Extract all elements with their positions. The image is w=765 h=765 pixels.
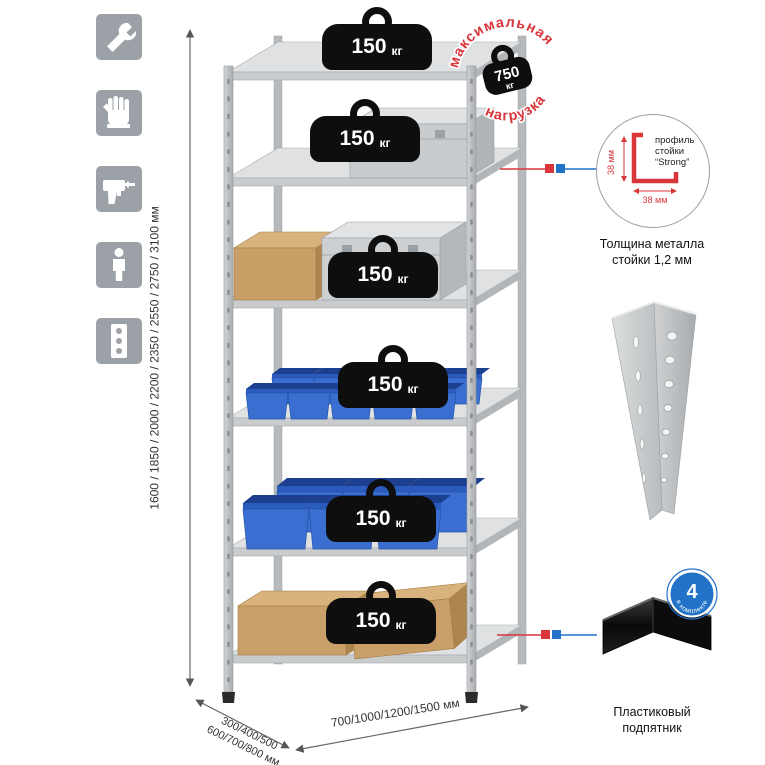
cardboard-box (232, 231, 344, 301)
profile-label-line2: стойки (655, 146, 684, 157)
profile-dim-horizontal: 38 мм (643, 195, 668, 205)
level-icon (96, 318, 142, 364)
rack-back-right-post (517, 35, 527, 665)
profile-caption: Толщина металла стойки 1,2 мм (572, 236, 732, 269)
foot-caption: Пластиковый подпятник (572, 704, 732, 737)
red-marker (545, 164, 554, 173)
profile-shape (631, 132, 679, 184)
angle-post-illustration (611, 300, 697, 521)
weight-value: 150 (367, 373, 403, 396)
glove-icon (96, 90, 142, 136)
shelf-weight-badge-3: 150 кг (328, 252, 438, 298)
height-dimension-text: 1600 / 1850 / 2000 / 2200 / 2350 / 2550 … (148, 206, 163, 510)
stamp-weight-value: 750 (493, 63, 521, 86)
drill-icon (96, 166, 142, 212)
profile-label-line1: профиль (655, 135, 694, 146)
depth-dimension-label: 300/400/500 600/700/800 мм (186, 702, 306, 765)
weight-value: 150 (351, 35, 387, 58)
shelf-weight-badge-4: 150 кг (338, 362, 448, 408)
shelf-weight-badge-1: 150 кг (322, 24, 432, 70)
profile-caption-line1: Толщина металла (599, 237, 705, 251)
foot-right (465, 692, 478, 703)
profile-callout: 38 мм 38 мм профиль стойки “Strong” (596, 114, 710, 228)
max-load-stamp: максимальная нагрузка 750 кг (436, 1, 561, 133)
weight-unit: кг (379, 135, 391, 150)
shelf-weight-badge-6: 150 кг (326, 598, 436, 644)
weight-value: 150 (339, 127, 375, 150)
weight-unit: кг (395, 617, 407, 632)
weight-value: 150 (355, 609, 391, 632)
weight-unit: кг (407, 381, 419, 396)
rack-back-left-post (273, 35, 283, 665)
foot-count-badge: 4 в комплекте (666, 568, 718, 620)
foot-caption-line2: подпятник (622, 721, 682, 736)
svg-text:нагрузка: нагрузка (480, 89, 553, 131)
height-dimension-label: 1600 / 1850 / 2000 / 2200 / 2350 / 2550 … (144, 28, 166, 688)
weight-unit: кг (397, 271, 409, 286)
blue-marker (552, 630, 561, 639)
weight-value: 150 (357, 263, 393, 286)
shelf-weight-badge-2: 150 кг (310, 116, 420, 162)
foot-badge-number: 4 (686, 581, 698, 603)
stamp-weight: 750 кг (482, 44, 533, 95)
stamp-arc-bottom-text: нагрузка (478, 88, 554, 133)
foot-caption-line1: Пластиковый (613, 705, 691, 719)
profile-label-line3: “Strong” (655, 157, 689, 168)
stamp-weight-unit: кг (505, 80, 516, 92)
profile-caption-line2: стойки 1,2 мм (612, 253, 692, 268)
shelf-weight-badge-5: 150 кг (326, 496, 436, 542)
weight-unit: кг (395, 515, 407, 530)
person-icon (96, 242, 142, 288)
weight-value: 150 (355, 507, 391, 530)
profile-dim-vertical: 38 мм (606, 150, 616, 175)
wrench-icon (96, 14, 142, 60)
foot-left (222, 692, 235, 703)
weight-unit: кг (391, 43, 403, 58)
blue-marker (556, 164, 565, 173)
